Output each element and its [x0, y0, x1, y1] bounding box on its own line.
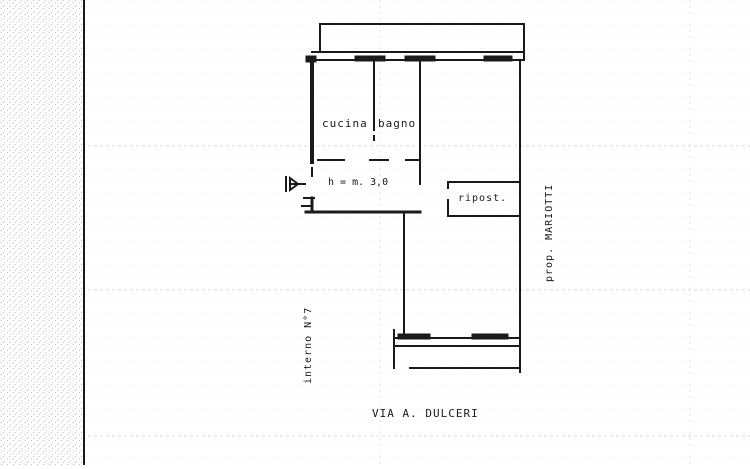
- room-label-storage: ripost.: [458, 193, 508, 204]
- room-label-kitchen: cucina: [322, 117, 368, 130]
- entrance-arrow-icon: [285, 176, 306, 192]
- street-label: VIA A. DULCERI: [372, 407, 479, 420]
- room-label-bathroom: bagno: [378, 117, 417, 130]
- neighbor-owner-label: prop. MARIOTTI: [544, 183, 555, 282]
- walls: [301, 23, 525, 373]
- ceiling-height-label: h = m. 3,0: [328, 177, 389, 188]
- scan-margin-texture: [0, 0, 82, 465]
- unit-number-label: interno N°7: [303, 306, 314, 384]
